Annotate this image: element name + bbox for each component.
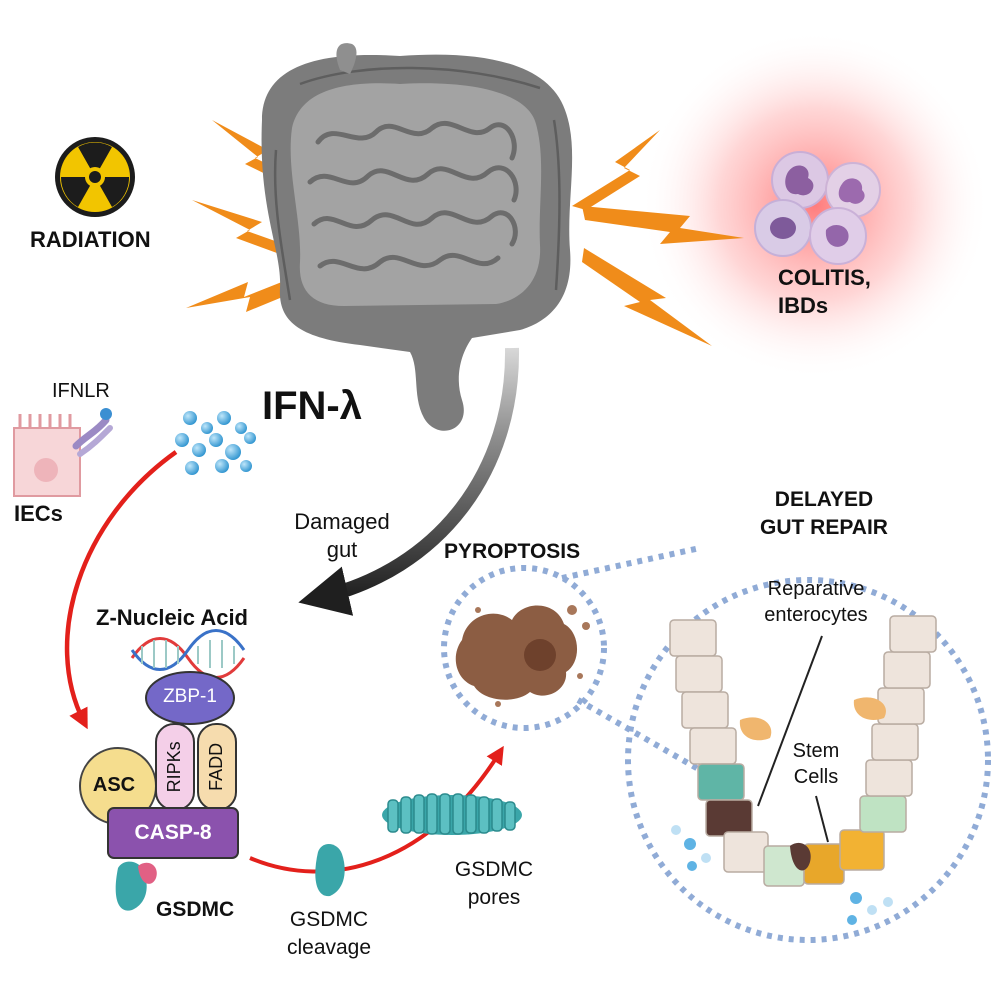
lightning-bolt-icon [582,248,712,346]
lightning-bolt-icon [186,270,314,312]
receptor-icon [72,408,113,457]
crypt-icon [669,615,937,925]
immune-cells-icon [754,151,881,265]
gsdmc-protein-icon [115,861,157,911]
fadd-label: FADD [206,742,227,791]
gsdmc-pores-label-line2: pores [467,886,521,909]
signal-arrow [64,450,178,730]
repair-circle [625,577,991,943]
lightning-bolt-icon [582,206,744,244]
pyroptosis-arrow [249,745,504,874]
gsdmc-cleaved-icon [315,843,345,897]
damaged-gut-arrow [298,347,520,616]
gsdmc-cleavage-label-line1: GSDMC [289,908,369,931]
iec-cell-icon [13,414,81,497]
delayed-repair-label-line2: GUT REPAIR [760,516,888,539]
connector-line [561,545,701,581]
ifn-droplets-icon [175,411,256,475]
pyroptosis-label: PYROPTOSIS [444,540,581,563]
z-nucleic-acid-label: Z-Nucleic Acid [96,605,248,630]
radiation-icon [55,137,135,217]
reparative-label-line2: enterocytes [764,604,868,626]
stem-cells-label-line1: Stem [792,740,840,762]
colitis-label-line1: COLITIS, [778,265,871,290]
ifn-lambda-label: IFN-λ [262,384,362,428]
dna-icon [130,629,246,679]
ifnlr-label: IFNLR [52,380,110,402]
gsdmc-pores-label-line1: GSDMC [454,858,534,881]
zbp1-shape [145,671,235,725]
delayed-repair-label-line1: DELAYED [774,488,874,511]
casp8-shape [107,807,239,859]
radiation-label: RADIATION [30,227,151,252]
stem-cells-label-line2: Cells [793,766,839,788]
intestine-icon [261,43,573,431]
lightning-bolt-icon [572,130,660,210]
zbp1-label: ZBP-1 [163,686,217,707]
pointer-line [757,635,823,807]
connector-line [576,697,702,773]
damaged-gut-label-line2: gut [326,537,358,562]
gsdmc-cleavage-label-line2: cleavage [286,936,372,959]
asc-label: ASC [92,774,136,796]
iecs-label: IECs [14,501,63,526]
casp8-label: CASP-8 [134,821,212,844]
gsdmc-label: GSDMC [156,898,235,921]
reparative-label-line1: Reparative [767,578,865,600]
inflammation-glow [640,30,990,380]
ripks-label: RIPKs [164,741,185,793]
damaged-gut-label-line1: Damaged [294,509,390,534]
pore-icon [382,793,522,835]
dead-cell-icon [455,605,590,707]
pointer-line [815,795,829,843]
pyroptosis-circle [441,565,607,731]
colitis-label-line2: IBDs [778,293,829,318]
